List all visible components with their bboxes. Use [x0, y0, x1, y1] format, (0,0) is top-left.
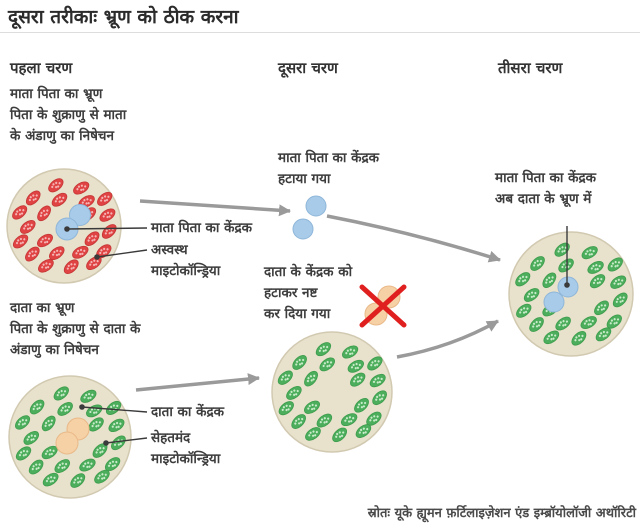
parents-embryo-caption-line3: के अंडाणु का निषेचन: [10, 128, 114, 144]
page-title: दूसरा तरीकाः भ्रूण को ठीक करना: [8, 6, 239, 28]
healthy-mitochondria-label-line1: सेहतमंद: [151, 430, 191, 446]
donor-embryo-caption: दाता का भ्रूण पिता के शुक्राणु से दाता क…: [10, 298, 140, 361]
source-credit: स्रोतः यूके ह्यूमन फ़र्टिलाइज़ेशन एंड इम…: [367, 506, 636, 521]
step2-header: दूसरा चरण: [278, 59, 338, 77]
donor-nucleus-destroyed-line2: हटाकर नष्ट: [264, 285, 318, 301]
healthy-mitochondria-label-line2: माइटोकॉन्ड्रिया: [151, 451, 221, 467]
donor-nucleus-destroyed-line3: कर दिया गया: [264, 306, 331, 322]
donor-nucleus: [55, 431, 79, 455]
parents-embryo-caption-line1: माता पिता का भ्रूण: [10, 86, 103, 102]
donor-embryo-caption-line1: दाता का भ्रूण: [10, 300, 75, 316]
arrow-nucleus-to-result-icon: [326, 214, 501, 263]
embryo-cells-layer: [6, 168, 634, 499]
destroyed-donor-nucleus: [359, 284, 407, 328]
removed-parents-nucleus: [292, 195, 327, 240]
result-caption: माता पिता का केंद्रक अब दाता के भ्रूण मे…: [495, 168, 596, 210]
parents-embryo-cell: [6, 168, 122, 284]
result-embryo-cell: [508, 231, 634, 357]
callout-lines: [66, 226, 568, 444]
flow-arrows: [135, 199, 501, 392]
parents-embryo-caption: माता पिता का भ्रूण पिता के शुक्राणु से म…: [10, 84, 126, 147]
donor-nucleus-destroyed-line1: दाता के केंद्रक को: [264, 264, 353, 280]
donor-embryo-cell: [8, 375, 132, 499]
donor-embryo-caption-line3: अंडाणु का निषेचन: [10, 342, 99, 358]
nucleus-removed-caption-line2: हटाया गया: [278, 171, 331, 187]
parents-nucleus: [69, 204, 91, 226]
callout-dots: [64, 226, 570, 446]
parents-nucleus-in-donor: [543, 291, 565, 313]
step3-header: तीसरा चरण: [498, 59, 563, 77]
nucleus-removed-caption-line1: माता पिता का केंद्रक: [278, 150, 379, 166]
title-divider: [0, 32, 640, 33]
arrow-donor-to-step2-icon: [135, 373, 260, 392]
parents-nucleus-label: माता पिता का केंद्रक: [151, 220, 252, 236]
unhealthy-mitochondria-label-line1: अस्वस्थ: [151, 242, 188, 258]
donor-nucleus-destroyed-caption: दाता के केंद्रक को हटाकर नष्ट कर दिया गय…: [264, 262, 352, 325]
enucleated-donor-embryo-cell: [271, 331, 393, 453]
result-caption-line2: अब दाता के भ्रूण में: [495, 191, 592, 207]
unhealthy-mitochondria-label: अस्वस्थ माइटोकॉन्ड्रिया: [151, 240, 220, 282]
arrow-enucleated-to-result-icon: [396, 319, 499, 359]
donor-nucleus-label: दाता का केंद्रक: [151, 404, 225, 420]
parents-embryo-caption-line2: पिता के शुक्राणु से माता: [10, 107, 127, 123]
healthy-mitochondria-label: सेहतमंद माइटोकॉन्ड्रिया: [151, 428, 220, 470]
result-caption-line1: माता पिता का केंद्रक: [495, 170, 596, 186]
arrow-parents-to-step2-icon: [139, 199, 291, 217]
donor-embryo-caption-line2: पिता के शुक्राणु से दाता के: [10, 321, 141, 337]
destroyed-cross-icon: [359, 284, 407, 328]
step1-header: पहला चरण: [10, 59, 73, 77]
nucleus-removed-caption: माता पिता का केंद्रक हटाया गया: [278, 148, 379, 190]
unhealthy-mitochondria-label-line2: माइटोकॉन्ड्रिया: [151, 263, 221, 279]
